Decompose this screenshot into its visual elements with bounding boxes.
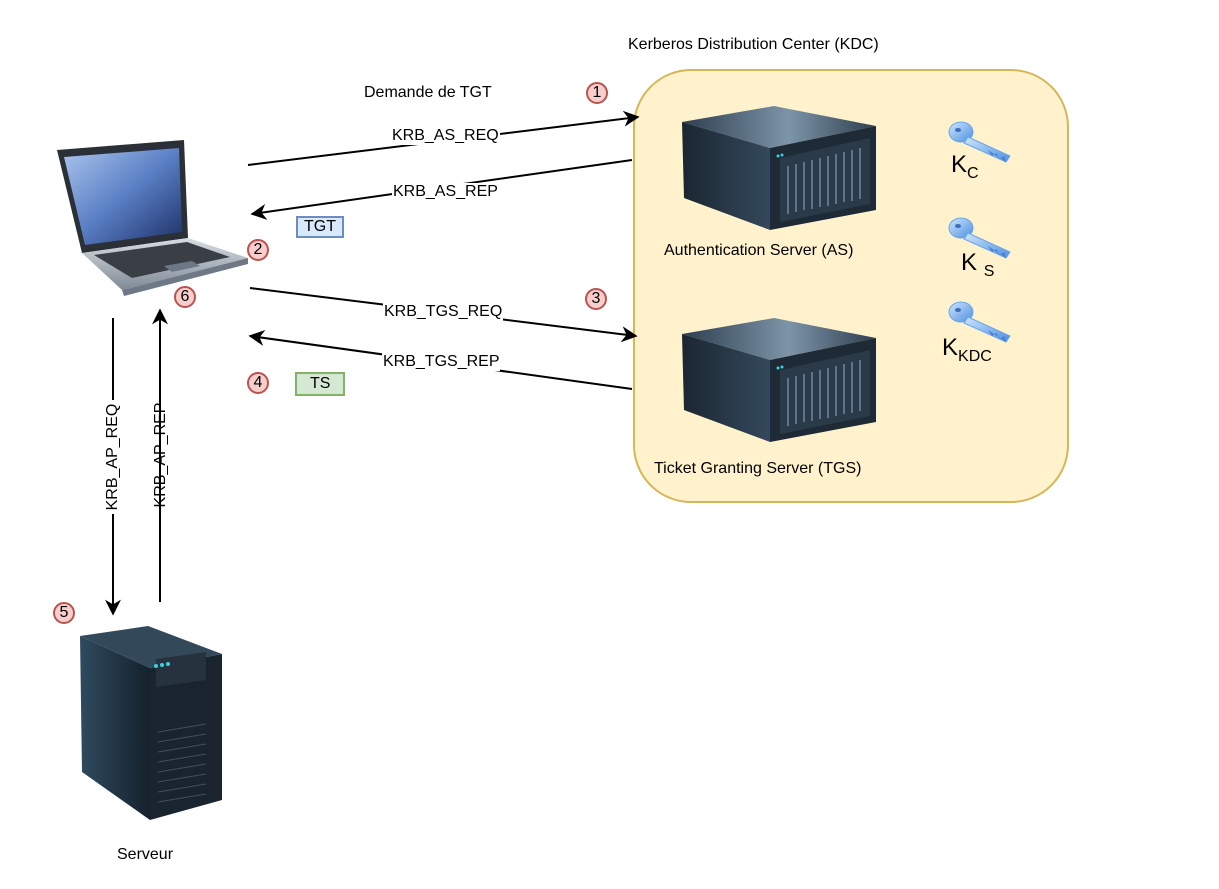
key-main: K [951, 151, 968, 178]
key-label-kdc: KKDC [942, 335, 992, 370]
step-badge-3: 3 [585, 288, 607, 310]
key-sub: S [983, 263, 995, 280]
ticket-granting-server-icon [682, 318, 876, 442]
key-sub: KDC [958, 348, 992, 365]
step-badge-2: 2 [247, 239, 269, 261]
authentication-server-icon [682, 106, 876, 230]
step-badge-1: 1 [586, 82, 608, 104]
server-label: Serveur [117, 846, 174, 863]
key-icon-client [948, 121, 1011, 163]
key-label-client: KC [951, 152, 979, 187]
key-label-server: K S [961, 250, 994, 285]
ticket-granting-server-label: Ticket Granting Server (TGS) [654, 460, 862, 477]
laptop-icon [57, 140, 248, 296]
step-badge-5: 5 [53, 602, 75, 624]
tgt-request-caption: Demande de TGT [364, 84, 492, 101]
ap-req-label: KRB_AP_REQ [104, 400, 122, 514]
step-badge-4: 4 [247, 372, 269, 394]
kdc-title: Kerberos Distribution Center (KDC) [628, 36, 879, 53]
as-rep-label: KRB_AS_REP [392, 183, 499, 201]
tgt-ticket-tag: TGT [296, 216, 344, 238]
tgs-req-label: KRB_TGS_REQ [383, 303, 504, 321]
tower-server-icon [80, 626, 222, 820]
key-main: K [961, 249, 978, 276]
tgs-rep-label: KRB_TGS_REP [382, 353, 501, 371]
authentication-server-label: Authentication Server (AS) [664, 242, 854, 259]
as-req-label: KRB_AS_REQ [391, 127, 500, 145]
ap-rep-label: KRB_AP_REP [152, 402, 169, 508]
key-main: K [942, 334, 959, 361]
key-sub: C [967, 165, 979, 182]
key-icon-kdc [948, 301, 1011, 343]
step-badge-6: 6 [174, 286, 196, 308]
ts-ticket-tag: TS [295, 372, 346, 396]
key-icon-server [948, 217, 1011, 259]
